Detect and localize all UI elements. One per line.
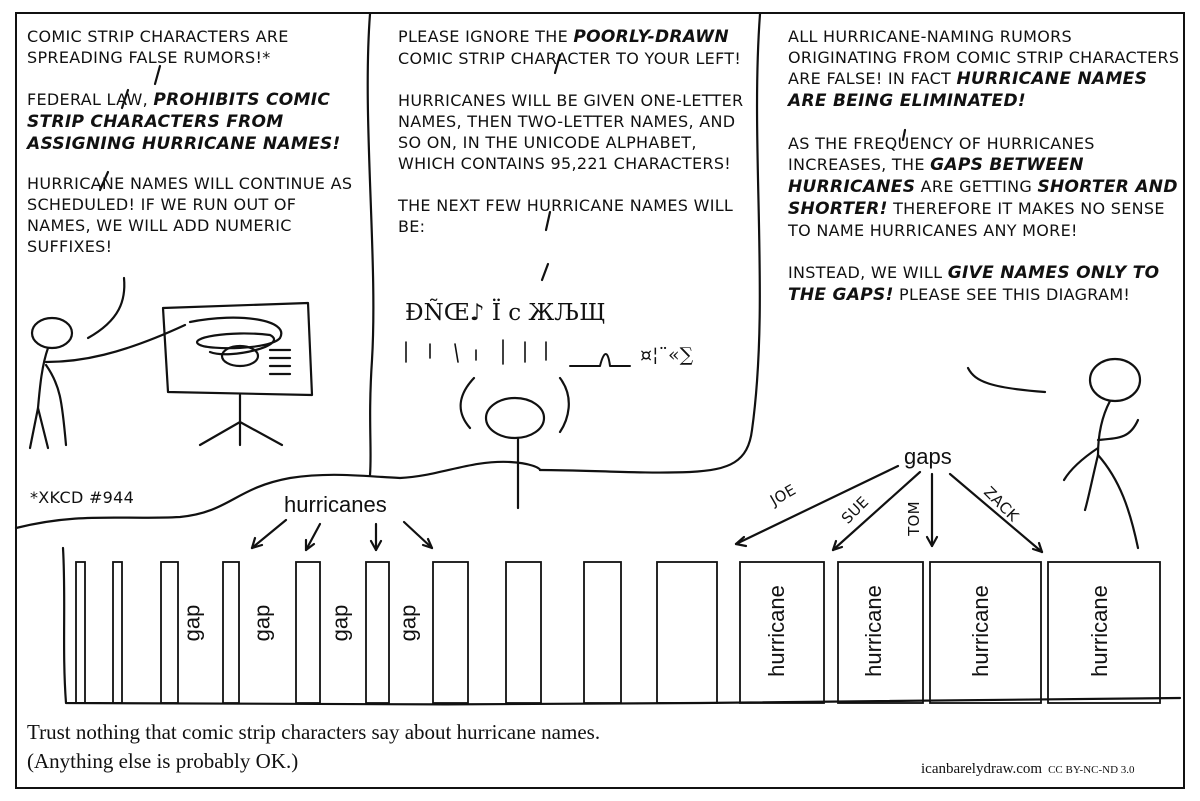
panel1-para2-pre: Federal law, xyxy=(27,90,154,109)
hurricanes-label: hurricanes xyxy=(284,492,387,517)
panel3-para2: As the frequency of hurricanes increases… xyxy=(788,133,1183,241)
gap-bar-label-1: gap xyxy=(179,604,205,642)
gap-bar-label-2: gap xyxy=(249,604,275,642)
diagram-baseline xyxy=(61,546,1182,706)
panel2-para3: The next few hurricane names will be: xyxy=(398,196,734,236)
caption-line2: (Anything else is probably OK.) xyxy=(27,749,299,773)
panel3-para2-post: Therefore it makes no sense to name hurr… xyxy=(788,199,1165,240)
hurricane-bar xyxy=(739,561,825,704)
storm-bar xyxy=(432,561,469,704)
panel3-para3-bold: give names only to the gaps! xyxy=(788,263,1160,305)
storm-bar xyxy=(160,561,179,704)
hurricane-names-line1: ĐÑŒ♪ Ï c ЖЉЩ xyxy=(405,300,606,326)
panel3-para1-pre: All hurricane-naming rumors originating … xyxy=(788,27,1180,88)
gap-name-tom: TOM xyxy=(904,501,923,536)
panel3-para1-bold: hurricane names are being eliminated! xyxy=(788,69,1148,111)
credit-license: CC BY-NC-ND 3.0 xyxy=(1048,764,1135,776)
panel3-para2-bold2: shorter and shorter! xyxy=(788,177,1178,219)
panel3-para1: All hurricane-naming rumors originating … xyxy=(788,26,1183,112)
panel3-para3: Instead, we will give names only to the … xyxy=(788,262,1183,306)
storm-bar xyxy=(75,561,86,704)
gap-bar-label-3: gap xyxy=(327,604,353,642)
panel1-para2-bold: prohibits comic strip characters from as… xyxy=(27,90,341,154)
panel3-para3-post: Please see this diagram! xyxy=(893,285,1131,304)
hurricane-names-line2: ¤¦¨«∑ xyxy=(640,344,694,366)
panel1-para2: Federal law, prohibits comic strip chara… xyxy=(27,89,362,155)
hurricane-bar-label-4: hurricane xyxy=(1086,585,1112,677)
panel2-text: Please ignore the poorly-drawn comic str… xyxy=(398,26,750,237)
panel2-para1-bold: poorly-drawn xyxy=(573,27,729,47)
storm-bar xyxy=(583,561,622,704)
bubble-bottom xyxy=(14,460,542,530)
hurricane-bar-label-1: hurricane xyxy=(763,585,789,677)
panel1-para1: Comic strip characters are spreading fal… xyxy=(27,27,289,67)
hurricane-bar-label-2: hurricane xyxy=(860,585,886,677)
caption: Trust nothing that comic strip character… xyxy=(27,718,600,776)
panel3-para2-pre: As the frequency of hurricanes increases… xyxy=(788,134,1095,174)
panel2-para1: Please ignore the poorly-drawn comic str… xyxy=(398,26,750,69)
hurricane-bar xyxy=(1047,561,1161,704)
storm-bar xyxy=(656,561,718,704)
storm-bar xyxy=(505,561,542,704)
panel2-para1-pre: Please ignore the xyxy=(398,27,574,46)
storm-bar xyxy=(222,561,240,704)
panel3-text: All hurricane-naming rumors originating … xyxy=(788,26,1183,306)
hurricanes-arrows xyxy=(250,518,434,552)
caption-line1: Trust nothing that comic strip character… xyxy=(27,720,601,744)
hurricane-bar xyxy=(837,561,924,704)
credit: icanbarelydraw.com CC BY-NC-ND 3.0 xyxy=(921,761,1135,778)
gaps-label: gaps xyxy=(904,444,952,469)
hurricane-bar xyxy=(929,561,1042,704)
gap-bar-label-4: gap xyxy=(395,604,421,642)
panel1-para3: Hurricane names will continue as schedul… xyxy=(27,174,353,256)
hurricane-bar-label-3: hurricane xyxy=(967,585,993,677)
panel2-para2: Hurricanes will be given one-letter name… xyxy=(398,91,744,173)
panel-divider-1 xyxy=(366,12,375,477)
storm-bar xyxy=(295,561,321,704)
gaps-arrows xyxy=(734,464,1044,554)
comic-frame xyxy=(15,12,1185,789)
panel3-para3-pre: Instead, we will xyxy=(788,263,948,282)
panel3-para2-bold: gaps between hurricanes xyxy=(788,155,1084,197)
footnote: *xkcd #944 xyxy=(30,488,135,507)
storm-bar xyxy=(365,561,390,704)
credit-site: icanbarelydraw.com xyxy=(921,761,1043,777)
panel2-para1-post: comic strip character to your left! xyxy=(398,49,742,68)
panel1-text: Comic strip characters are spreading fal… xyxy=(27,26,362,257)
storm-bar xyxy=(112,561,123,704)
panel3-para2-mid: are getting xyxy=(915,177,1038,196)
panel-divider-2 xyxy=(538,12,762,474)
